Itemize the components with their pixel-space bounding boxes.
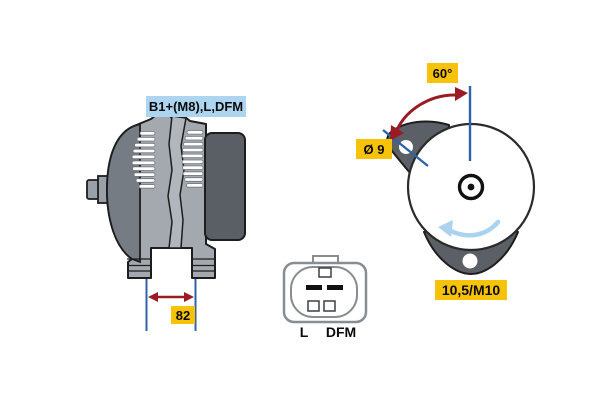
alternator-side-view: B1+(M8),L,DFM 82 <box>86 96 246 331</box>
angle-label-box <box>427 63 458 83</box>
mounting-feet <box>127 258 215 272</box>
terminal-label-box <box>146 96 246 117</box>
hole-diameter-label-box <box>356 139 392 159</box>
connector-diagram: L DFM <box>282 255 368 340</box>
rear-cover <box>204 132 246 241</box>
mount-spacing-label: 82 <box>176 308 190 323</box>
angle-arc <box>395 93 458 131</box>
dimension-arrowhead-right <box>184 292 194 302</box>
rotation-direction-arrowhead <box>438 220 453 237</box>
terminal-label: B1+(M8),L,DFM <box>149 99 243 114</box>
dimension-arrowhead-left <box>148 292 158 302</box>
connector-key-slot <box>318 267 332 278</box>
mount-hole-label-box <box>435 280 507 300</box>
vent-slots-front <box>131 131 156 189</box>
angle-label: 60° <box>433 66 453 81</box>
vent-slots-rear <box>181 130 204 188</box>
connector-pin-l-label: L <box>300 324 309 340</box>
hole-diameter-label: Ø 9 <box>364 142 385 157</box>
shaft-center-dot <box>467 183 475 191</box>
lug-hole-bottom <box>462 253 478 269</box>
connector-pin-dfm-label: DFM <box>326 324 356 340</box>
mount-hole-label: 10,5/M10 <box>442 282 501 298</box>
connector-bottom-slot-left <box>307 300 320 312</box>
alternator-rear-view: 60° Ø 9 10,5/M10 <box>356 63 536 300</box>
front-housing <box>106 122 141 264</box>
connector-pin-l <box>306 285 322 290</box>
connector-pin-dfm <box>327 285 343 290</box>
mount-spacing-label-box <box>171 306 195 324</box>
rotation-direction-arc <box>448 219 501 238</box>
connector-bottom-slot-right <box>323 300 336 312</box>
angle-arc-arrowhead-right <box>455 87 468 101</box>
angle-arc-arrowhead-left <box>390 125 404 141</box>
center-rib <box>167 115 187 249</box>
